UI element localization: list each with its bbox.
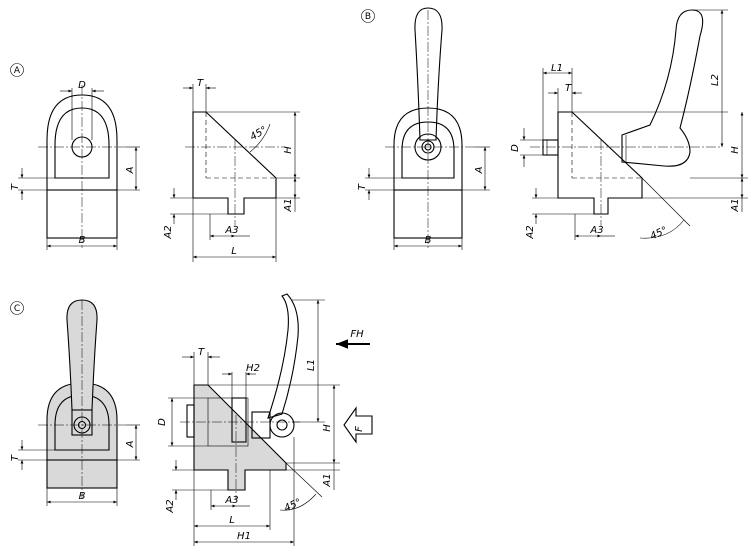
- dim-t-side: T: [565, 83, 572, 94]
- angle-45: 45°: [649, 225, 670, 242]
- dim-h: H: [283, 146, 294, 154]
- view-a-front: D T A B: [10, 80, 140, 250]
- view-c-front: T A B: [10, 299, 140, 506]
- dim-a3: A3: [589, 225, 603, 236]
- force-f-arrow: F: [343, 406, 373, 444]
- dim-h: H: [730, 146, 741, 154]
- view-c-tag: C: [10, 301, 24, 315]
- dim-t: T: [10, 454, 21, 461]
- dim-a2: A2: [163, 225, 174, 239]
- cam-lever: [267, 293, 299, 419]
- view-b-tag: B: [361, 9, 375, 23]
- dim-l1: L1: [551, 63, 563, 74]
- dim-a2: A2: [165, 499, 176, 513]
- force-f-label: F: [354, 426, 365, 432]
- dim-a1: A1: [322, 473, 333, 487]
- dim-l: L: [231, 246, 237, 257]
- force-fh-label: FH: [350, 329, 364, 340]
- dim-a1: A1: [730, 198, 741, 212]
- view-c-side: T H2 D L1 H A1: [157, 293, 373, 546]
- lever-handle: [414, 7, 443, 141]
- dim-t-side: T: [197, 78, 204, 89]
- dim-a1: A1: [283, 198, 294, 212]
- dim-h: H: [322, 424, 333, 432]
- dim-b: B: [79, 491, 86, 502]
- view-b-front: T A B: [357, 7, 490, 250]
- dim-h1: H1: [237, 531, 251, 542]
- dim-a: A: [125, 440, 136, 448]
- lever-handle-side: [621, 9, 704, 167]
- dim-l1: L1: [306, 359, 317, 371]
- view-b: B T A B: [357, 7, 748, 250]
- dim-d: D: [510, 144, 521, 152]
- force-fh-arrow: FH: [336, 329, 370, 349]
- svg-text:C: C: [14, 304, 20, 314]
- dim-t-side: T: [198, 347, 205, 358]
- angle-45: 45°: [283, 497, 304, 514]
- dim-d: D: [157, 418, 168, 426]
- view-a: A D T A: [10, 63, 300, 262]
- knurled-nut: [231, 397, 247, 443]
- svg-text:A: A: [14, 66, 21, 76]
- dim-d: D: [78, 80, 86, 91]
- dim-a3: A3: [224, 495, 238, 506]
- view-a-tag: A: [10, 63, 24, 77]
- dim-l2: L2: [710, 74, 721, 86]
- view-a-side: T 45° H A1 A2 A3: [163, 78, 300, 262]
- view-b-side: L1 T D L2 H A1: [510, 9, 748, 242]
- dim-t: T: [10, 183, 21, 190]
- view-c: C T A B: [10, 293, 373, 546]
- dim-t: T: [357, 183, 368, 190]
- dim-a: A: [125, 166, 136, 174]
- dim-l: L: [229, 515, 235, 526]
- dim-b: B: [79, 235, 86, 246]
- angle-45: 45°: [248, 125, 269, 143]
- dim-h2: H2: [246, 363, 260, 374]
- dim-a: A: [474, 166, 485, 174]
- svg-text:B: B: [365, 12, 371, 22]
- dim-a3: A3: [224, 225, 238, 236]
- dim-b: B: [425, 235, 432, 246]
- dim-a2: A2: [525, 225, 536, 239]
